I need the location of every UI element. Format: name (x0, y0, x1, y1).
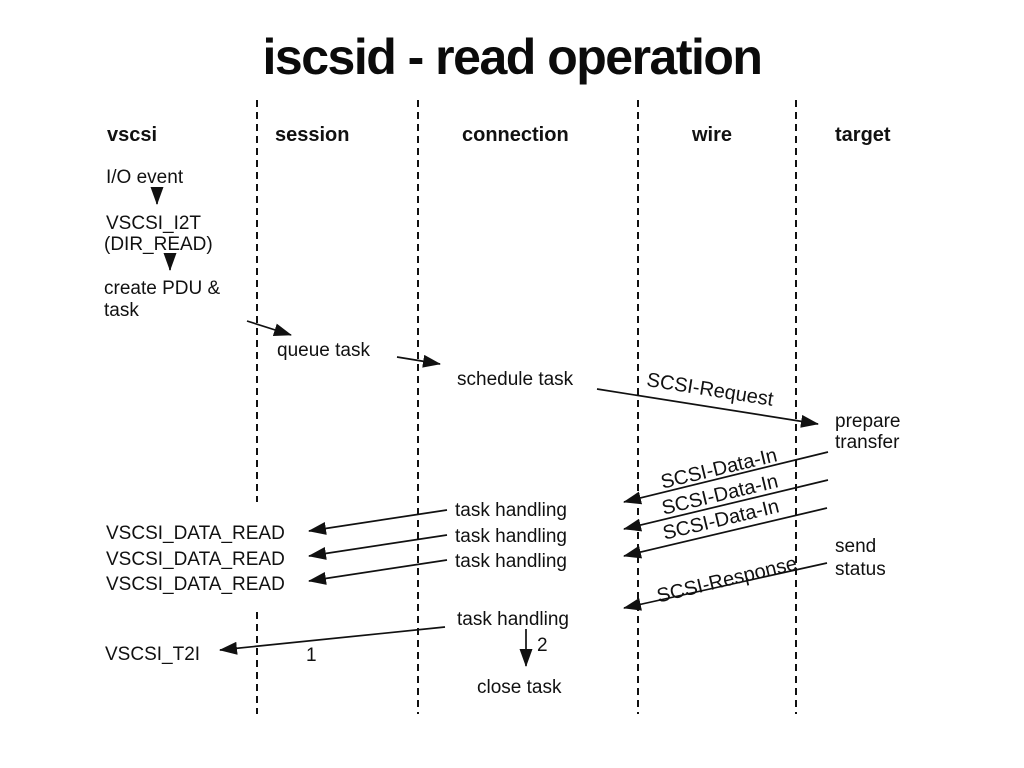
column-header-connection: connection (462, 124, 569, 146)
column-header-vscsi: vscsi (107, 124, 158, 146)
label-schedule-task: schedule task (457, 369, 574, 390)
arrow-task-handling-to-t2i (219, 626, 446, 655)
label-queue-task: queue task (277, 340, 370, 361)
arrow-task-handling-to-data-read-3 (308, 559, 448, 585)
arrow-task-handling-to-data-read-2 (308, 534, 448, 560)
label-vscsi-data-read-3: VSCSI_DATA_READ (106, 574, 285, 595)
label-task-handling-1: task handling (455, 500, 567, 521)
label-vscsi-data-read-2: VSCSI_DATA_READ (106, 549, 285, 570)
label-vscsi-data-read-1: VSCSI_DATA_READ (106, 523, 285, 544)
arrow-task-handling-to-data-read-1 (308, 509, 448, 535)
label-task-handling-3: task handling (455, 551, 567, 572)
label-create-pdu-task: create PDU & task (104, 278, 221, 321)
arrow-create-pdu-to-queue-task (246, 320, 292, 337)
label-step-1: 1 (306, 645, 317, 666)
label-prepare-transfer: prepare transfer (835, 411, 901, 453)
label-dir-read: (DIR_READ) (104, 234, 213, 255)
arrow-scsi-response (623, 562, 828, 611)
label-vscsi-i2t: VSCSI_I2T (106, 213, 202, 234)
column-header-target: target (835, 124, 891, 146)
slide-title: iscsid - read operation (262, 29, 763, 85)
arrow-queue-to-schedule-task (396, 354, 441, 368)
column-header-wire: wire (692, 124, 733, 146)
label-step-2: 2 (537, 635, 548, 656)
label-task-handling-4: task handling (457, 609, 569, 630)
label-io-event: I/O event (106, 167, 184, 188)
label-vscsi-t2i: VSCSI_T2I (105, 644, 201, 665)
arrow-scsi-data-in-1 (623, 451, 829, 505)
label-task-handling-2: task handling (455, 526, 567, 547)
column-header-session: session (275, 124, 350, 146)
arrow-scsi-request (596, 388, 819, 428)
label-send-status: send status (835, 536, 886, 580)
arrow-scsi-data-in-3 (623, 507, 828, 559)
arrow-scsi-data-in-2 (623, 479, 829, 532)
label-close-task: close task (477, 677, 562, 698)
